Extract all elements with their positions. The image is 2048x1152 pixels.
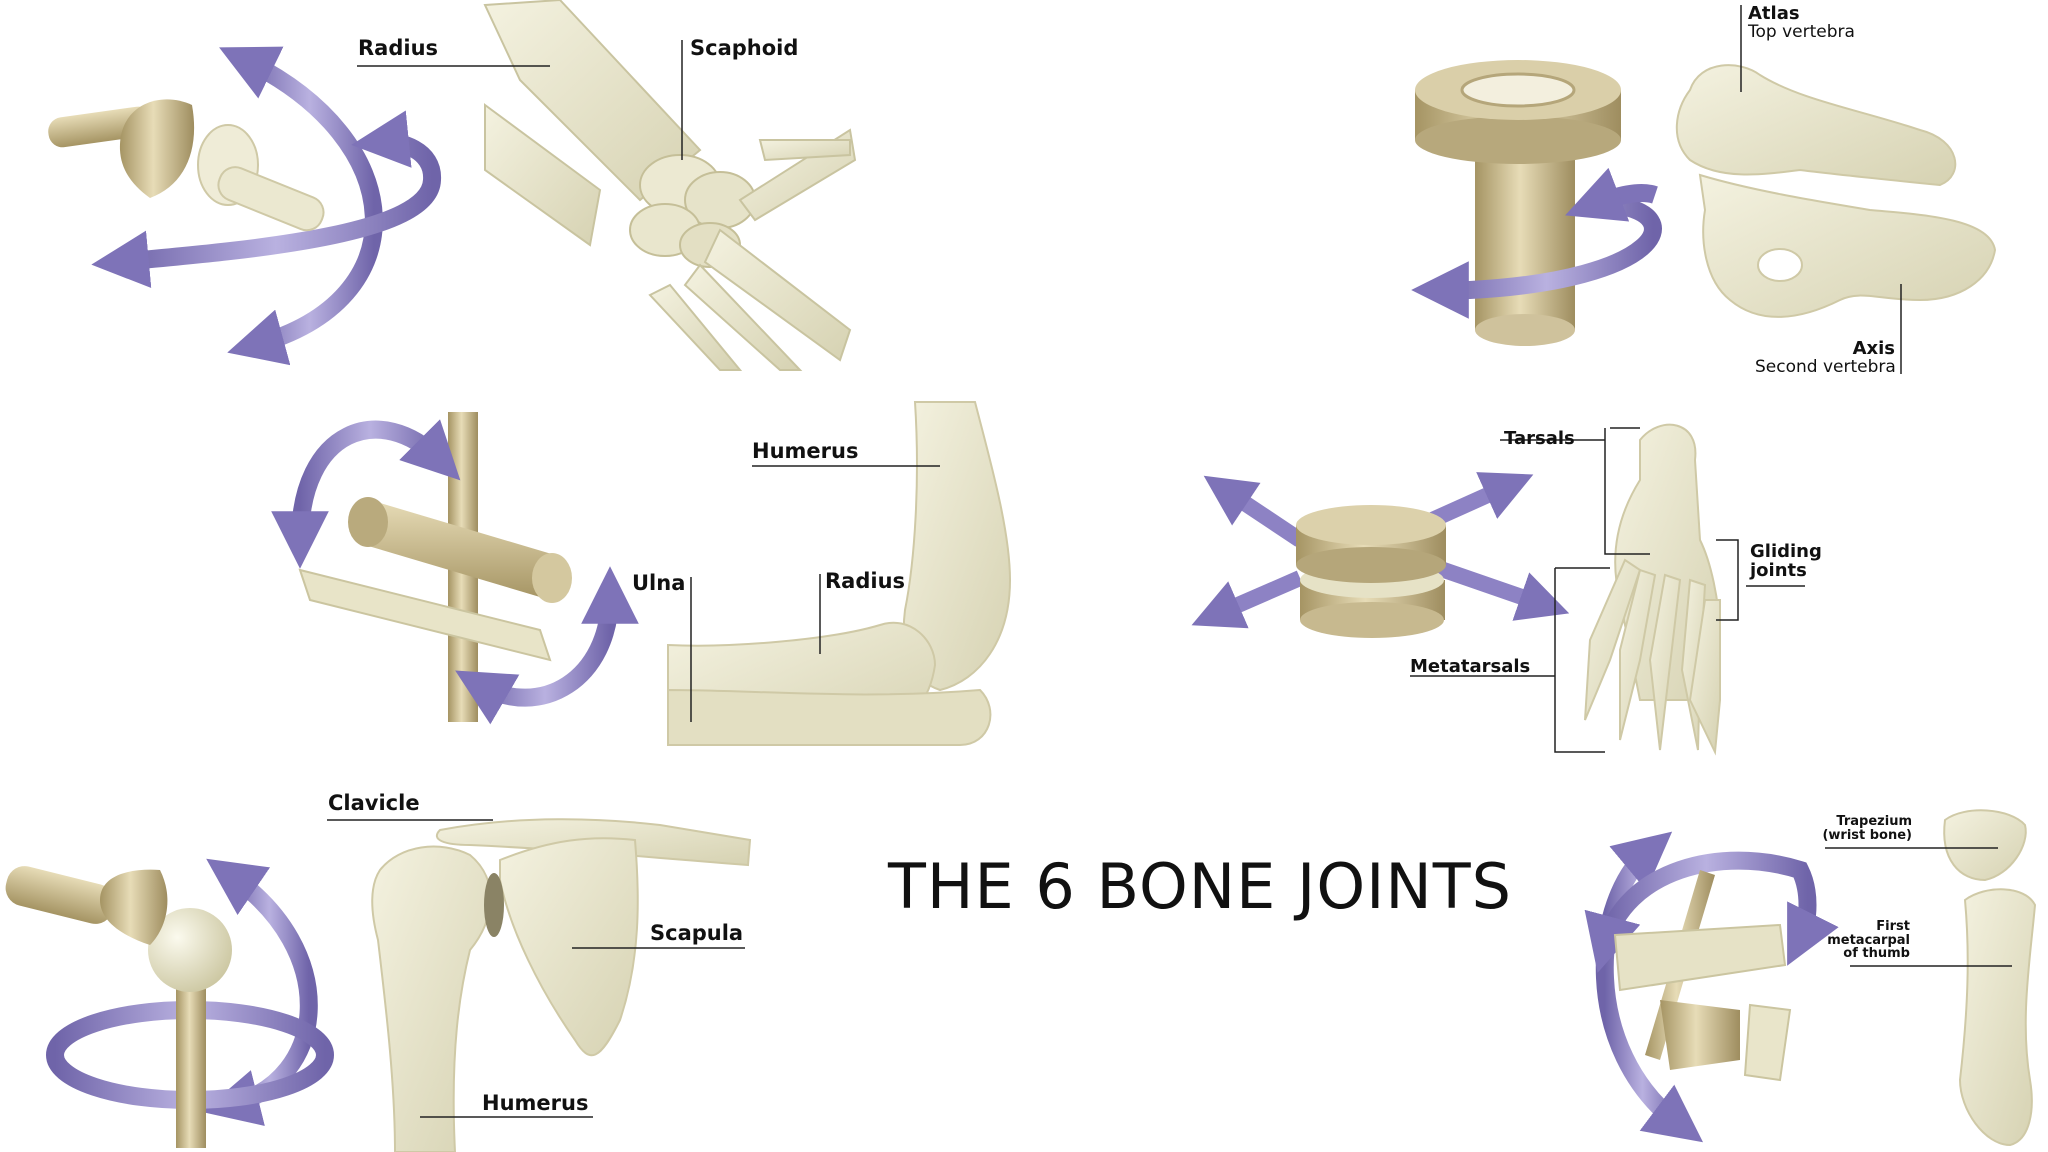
label-atlas-title: Atlas (1748, 3, 1800, 24)
hinge-joint-model (271, 412, 639, 725)
label-humerus-shoulder: Humerus (482, 1091, 589, 1115)
gliding-joint-model (1191, 472, 1570, 638)
label-atlas-sub: Top vertebra (1748, 21, 1855, 42)
label-clavicle: Clavicle (328, 791, 420, 815)
label-scaphoid: Scaphoid (690, 36, 799, 60)
wrist-bones-image (483, 0, 857, 371)
label-axis: Axis Second vertebra (1755, 338, 1896, 377)
label-metacarpal: metacarpal (1827, 932, 1910, 948)
page-title: THE 6 BONE JOINTS (888, 850, 1513, 923)
label-gliding-title: Gliding (1750, 541, 1822, 562)
label-trapezium: Trapezium (wrist bone) (1820, 815, 1912, 842)
label-first-metacarpal: First metacarpal of thumb (1800, 920, 1910, 961)
label-metatarsals: Metatarsals (1410, 656, 1531, 677)
label-atlas: Atlas Top vertebra (1748, 3, 1855, 42)
label-radius-elbow: Radius (825, 569, 906, 593)
label-ulna: Ulna (632, 571, 686, 595)
label-gliding-joints: Gliding joints (1750, 541, 1822, 581)
atlas-axis-vertebrae-image (1675, 64, 1997, 318)
label-first: First (1876, 919, 1910, 934)
thumb-bones-image (1943, 809, 2037, 1147)
saddle-joint-model (1584, 831, 1839, 1143)
label-axis-sub: Second vertebra (1755, 356, 1896, 377)
label-axis-title: Axis (1852, 338, 1895, 359)
ball-and-socket-model (5, 858, 334, 1148)
shoulder-bones-image (371, 818, 752, 1152)
elbow-bones-image (667, 401, 1012, 747)
condyloid-joint-model (48, 46, 441, 366)
label-humerus-elbow: Humerus (752, 439, 859, 463)
label-radius-wrist: Radius (358, 36, 439, 60)
label-trapezium-sub: (wrist bone) (1822, 827, 1912, 843)
label-scapula: Scapula (650, 921, 744, 945)
label-gliding-sub: joints (1750, 559, 1807, 581)
label-of-thumb: of thumb (1843, 946, 1910, 962)
label-trapezium-title: Trapezium (1836, 814, 1912, 829)
foot-bones-image (1584, 423, 1722, 756)
label-tarsals: Tarsals (1504, 428, 1575, 449)
pivot-joint-model (1411, 60, 1662, 346)
